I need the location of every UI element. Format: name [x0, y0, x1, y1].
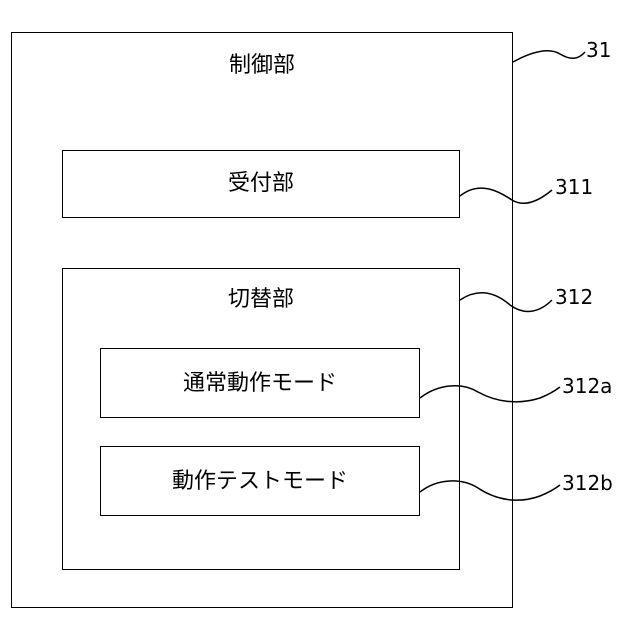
- leader-line-312b: [420, 481, 560, 500]
- ref-numeral-312b: 312b: [562, 471, 613, 495]
- ref-numeral-311: 311: [555, 175, 593, 199]
- ref-numeral-31: 31: [586, 38, 611, 62]
- ref-numeral-312a: 312a: [562, 374, 612, 398]
- ref-numeral-312: 312: [555, 285, 593, 309]
- leader-line-312: [460, 293, 552, 312]
- leader-line-31: [513, 51, 585, 62]
- leader-line-312a: [420, 386, 560, 402]
- leader-line-311: [460, 188, 552, 203]
